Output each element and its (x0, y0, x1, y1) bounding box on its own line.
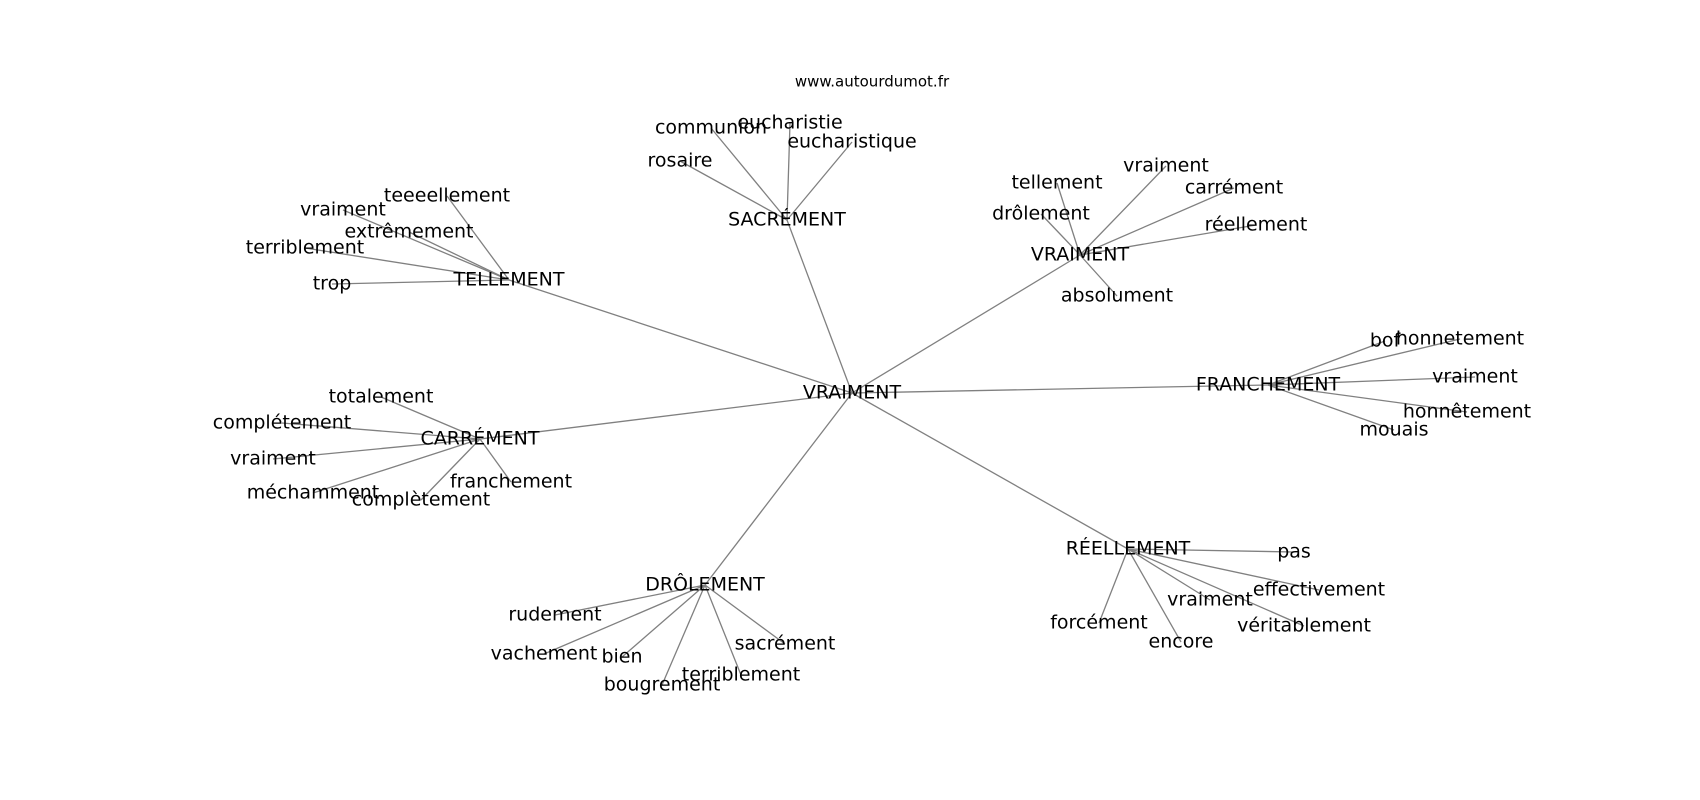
edge-center-to-hub (479, 392, 853, 440)
graph-labels: VRAIMENTTELLEMENTteeeellementvraimentext… (213, 112, 1531, 696)
edge-hub-to-leaf (1267, 340, 1386, 386)
leaf-node: extrêmement (344, 221, 473, 243)
edge-hub-to-leaf (281, 422, 481, 440)
edge-hub-to-leaf (1079, 165, 1167, 256)
edge-hub-to-leaf (704, 584, 786, 645)
leaf-node: complétement (213, 412, 351, 434)
leaf-node: réellement (1205, 214, 1308, 236)
edge-hub-to-leaf (679, 160, 788, 221)
edge-hub-to-leaf (272, 438, 481, 460)
edge-hub-to-leaf (786, 122, 791, 221)
leaf-node: communion (655, 117, 767, 139)
hub-node: RÉELLEMENT (1066, 537, 1191, 560)
edge-hub-to-leaf (554, 584, 706, 616)
leaf-node: véritablement (1237, 615, 1371, 637)
edge-hub-to-leaf (1127, 548, 1211, 601)
leaf-node: forcément (1050, 612, 1148, 634)
leaf-node: eucharistique (787, 131, 916, 153)
leaf-node: terriblement (246, 237, 364, 259)
edge-hub-to-leaf (1267, 376, 1476, 386)
hub-node: CARRÉMENT (421, 427, 540, 450)
edge-hub-to-leaf (543, 584, 706, 655)
edge-hub-to-leaf (1267, 384, 1468, 413)
leaf-node: bien (601, 646, 642, 668)
leaf-node: totalement (329, 386, 434, 408)
edge-center-to-hub (851, 254, 1081, 394)
leaf-node: effectivement (1253, 579, 1385, 601)
leaf-node: vraiment (230, 448, 316, 470)
edge-center-to-hub (851, 384, 1269, 394)
hub-node: DRÔLEMENT (645, 572, 765, 596)
edge-hub-to-leaf (1127, 548, 1320, 591)
edge-hub-to-leaf (1079, 254, 1118, 297)
leaf-node: pas (1277, 541, 1311, 563)
edge-hub-to-leaf (661, 584, 706, 686)
edge-hub-to-leaf (710, 127, 788, 221)
edge-hub-to-leaf (1098, 548, 1129, 624)
leaf-node: vraiment (1432, 366, 1518, 388)
watermark-text: www.autourdumot.fr (795, 73, 950, 91)
leaf-node: trop (313, 273, 352, 295)
leaf-node: rosaire (648, 150, 713, 172)
leaf-node: encore (1149, 631, 1214, 653)
center-node: VRAIMENT (803, 382, 902, 404)
edge-hub-to-leaf (1127, 548, 1305, 627)
leaf-node: franchement (450, 471, 572, 493)
edge-hub-to-leaf (1079, 224, 1257, 256)
leaf-node: vraiment (300, 199, 386, 221)
leaf-node: bof (1370, 330, 1402, 352)
edge-hub-to-leaf (331, 279, 510, 285)
leaf-node: eucharistie (737, 112, 842, 134)
edge-center-to-hub (508, 279, 853, 394)
leaf-node: honnetement (1396, 328, 1524, 350)
leaf-node: teeeellement (384, 185, 510, 207)
edge-hub-to-leaf (380, 396, 481, 440)
edge-hub-to-leaf (1267, 384, 1395, 431)
edge-hub-to-leaf (342, 209, 510, 281)
edge-hub-to-leaf (479, 438, 512, 483)
edge-hub-to-leaf (1127, 548, 1182, 643)
leaf-node: honnêtement (1403, 401, 1531, 423)
edge-hub-to-leaf (304, 247, 510, 281)
leaf-node: vachement (491, 643, 598, 665)
edge-center-to-hub (704, 392, 853, 586)
leaf-node: complètement (352, 489, 490, 511)
leaf-node: carrément (1185, 177, 1283, 199)
edge-hub-to-leaf (446, 195, 510, 281)
edge-hub-to-leaf (1056, 182, 1081, 256)
edge-hub-to-leaf (420, 438, 481, 501)
edge-hub-to-leaf (1127, 548, 1295, 553)
leaf-node: tellement (1011, 172, 1102, 194)
hub-node: FRANCHEMENT (1196, 374, 1341, 396)
leaf-node: mouais (1360, 419, 1429, 441)
leaf-node: méchamment (247, 482, 380, 504)
leaf-node: bougrement (604, 674, 721, 696)
edge-center-to-hub (786, 219, 853, 394)
leaf-node: terriblement (682, 664, 800, 686)
leaf-node: rudement (508, 604, 601, 626)
leaf-node: vraiment (1123, 155, 1209, 177)
edge-center-to-hub (851, 392, 1129, 550)
edge-hub-to-leaf (1040, 213, 1081, 256)
edge-hub-to-leaf (786, 141, 853, 221)
edge-hub-to-leaf (704, 584, 742, 676)
hub-node: VRAIMENT (1031, 244, 1130, 266)
edge-hub-to-leaf (1079, 187, 1235, 256)
leaf-node: drôlement (992, 203, 1090, 225)
graph-edges (272, 122, 1476, 686)
edge-hub-to-leaf (621, 584, 706, 658)
leaf-node: absolument (1061, 285, 1173, 307)
edge-hub-to-leaf (408, 231, 510, 281)
leaf-node: sacrément (735, 633, 836, 655)
hub-node: SACRÉMENT (728, 208, 846, 231)
leaf-node: vraiment (1167, 589, 1253, 611)
edge-hub-to-leaf (1267, 338, 1461, 386)
hub-node: TELLEMENT (452, 269, 564, 291)
edge-hub-to-leaf (312, 438, 481, 494)
